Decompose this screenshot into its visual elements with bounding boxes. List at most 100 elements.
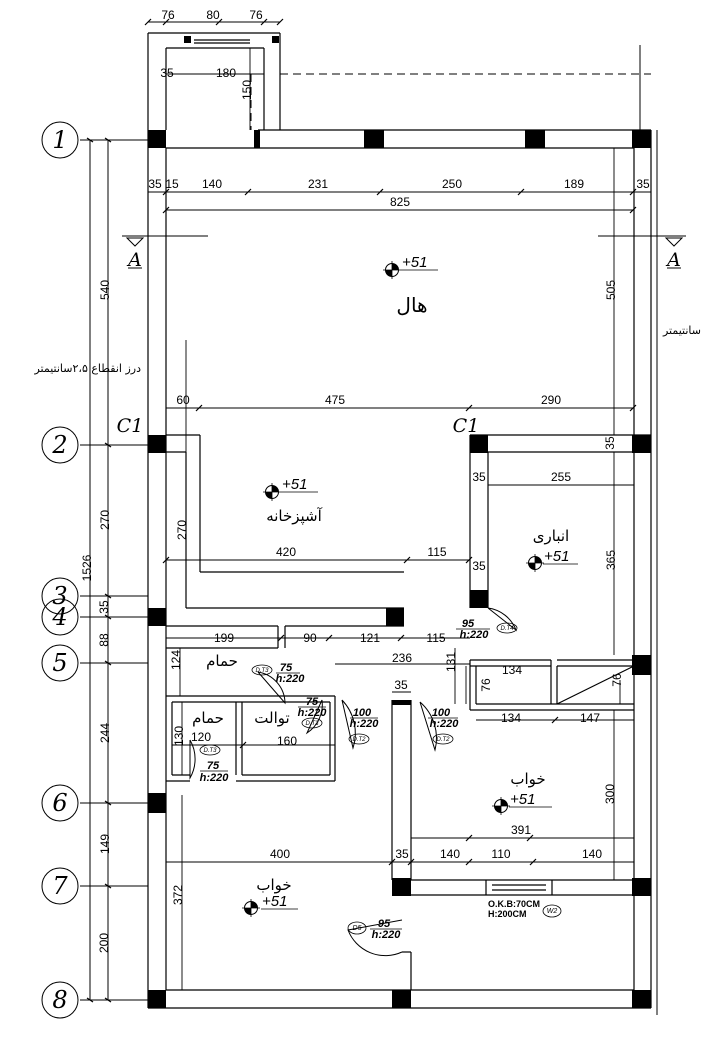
dim-row2-475: 475 bbox=[325, 393, 345, 407]
axis-1: 1 bbox=[52, 126, 67, 154]
dim-kitchen-115: 115 bbox=[427, 545, 446, 559]
dim-row2-290: 290 bbox=[541, 393, 561, 407]
dim-bath2-130: 130 bbox=[172, 726, 186, 746]
walls bbox=[147, 32, 652, 1009]
axis-5: 5 bbox=[52, 649, 67, 677]
dimension-lines bbox=[107, 21, 651, 990]
column-c1-left: C1 bbox=[117, 415, 144, 437]
dim-closet-134-bot: 134 bbox=[501, 711, 521, 725]
dim-closet-76-right: 76 bbox=[610, 673, 624, 687]
dim-wall-35: 35 bbox=[394, 678, 408, 692]
balcony-outline bbox=[250, 73, 651, 130]
room-bedroom-left: خواب bbox=[256, 876, 291, 894]
dim-corr-199: 199 bbox=[214, 631, 234, 645]
dim-storage-255: 255 bbox=[551, 470, 571, 484]
door-d5-width: 95 bbox=[378, 918, 391, 930]
axis-lines bbox=[41, 121, 148, 1019]
door-dt2b-width: 100 bbox=[432, 707, 451, 719]
dimension-ticks bbox=[86, 18, 637, 1003]
room-bath-upper: حمام bbox=[206, 652, 238, 670]
door-dt2b-tag: D.T2 bbox=[436, 737, 450, 743]
dim-row1-35: 35 bbox=[148, 177, 162, 191]
door-dt3b-width: 75 bbox=[306, 696, 319, 708]
dim-row1-15: 15 bbox=[165, 177, 179, 191]
window-okb: O.K.B:70CM bbox=[488, 899, 540, 909]
axis-3: 3 bbox=[52, 582, 67, 610]
dim-right-505: 505 bbox=[604, 280, 618, 300]
dim-corr-90: 90 bbox=[303, 631, 317, 645]
door-dt3c-width: 75 bbox=[207, 760, 220, 772]
axis-8: 8 bbox=[52, 986, 67, 1014]
dim-right-365: 365 bbox=[604, 550, 618, 570]
axis-6: 6 bbox=[52, 789, 67, 817]
dim-left-540: 540 bbox=[98, 280, 112, 300]
door-dt2a-width: 100 bbox=[353, 707, 372, 719]
door-dt3c-height: h:220 bbox=[200, 772, 230, 784]
level-kitchen: +51 bbox=[282, 476, 307, 493]
window-height: H:200CM bbox=[488, 909, 527, 919]
dim-closet-134-top: 134 bbox=[502, 663, 522, 677]
door-swings bbox=[189, 607, 518, 957]
room-bedroom-right: خواب bbox=[510, 770, 545, 788]
dim-toilet-160: 160 bbox=[277, 734, 297, 748]
room-toilet: توالت bbox=[254, 709, 289, 727]
door-dt4-tag: D.T4 bbox=[500, 626, 514, 632]
side-note-left: درز انقطاع ۲،۵سانتیمتر bbox=[33, 362, 141, 375]
level-texts: +51 +51 +51 +51 +51 bbox=[261, 254, 578, 910]
door-dt3a-width: 75 bbox=[280, 662, 293, 674]
room-bath-lower: حمام bbox=[192, 709, 224, 727]
dim-right-300: 300 bbox=[603, 784, 617, 804]
dim-closet-76-left: 76 bbox=[479, 678, 493, 692]
columns bbox=[148, 36, 651, 1008]
dim-closet-147: 147 bbox=[580, 711, 600, 725]
dim-left-200: 200 bbox=[97, 933, 111, 953]
dim-row2-60: 60 bbox=[176, 393, 190, 407]
dim-bed-372: 372 bbox=[171, 885, 185, 905]
door-dt2b-height: h:220 bbox=[430, 718, 460, 730]
dim-bed-391: 391 bbox=[511, 823, 531, 837]
dim-balcony-150: 150 bbox=[240, 80, 254, 100]
section-a-right: A bbox=[665, 249, 681, 271]
door-dt2a-tag: D.T2 bbox=[352, 737, 366, 743]
dim-kitchen-270: 270 bbox=[175, 520, 189, 540]
section-marks bbox=[122, 235, 686, 247]
door-dt3b-tag: D.T3 bbox=[305, 721, 319, 727]
dim-right-35: 35 bbox=[603, 436, 617, 450]
door-dt3b-height: h:220 bbox=[298, 707, 328, 719]
level-bedroom-right: +51 bbox=[510, 791, 535, 808]
dim-corr-236: 236 bbox=[392, 651, 412, 665]
dim-bath2-120: 120 bbox=[191, 730, 211, 744]
axis-4: 4 bbox=[51, 603, 67, 631]
door-dt4-width: 95 bbox=[462, 618, 475, 630]
dim-corr-131: 131 bbox=[444, 652, 458, 672]
side-note-right: سانتیمتر bbox=[662, 324, 701, 337]
level-symbols bbox=[241, 260, 545, 918]
dim-top-80: 80 bbox=[206, 8, 220, 22]
room-storage: انباری bbox=[533, 527, 569, 545]
dim-corr-115: 115 bbox=[426, 631, 445, 645]
door-d5-tag: D5 bbox=[353, 925, 362, 932]
dim-storage-35: 35 bbox=[472, 470, 486, 484]
dimension-texts: 76 80 76 35 180 150 35 15 140 231 250 18… bbox=[80, 8, 650, 953]
door-dt3c-tag: D.T3 bbox=[203, 748, 217, 754]
door-labels: 95 h:220 D.T4 D.T3 75 h:220 75 h:220 D.T… bbox=[199, 618, 518, 941]
dim-left-270: 270 bbox=[98, 510, 112, 530]
axis-2: 2 bbox=[51, 431, 67, 459]
dim-row1-35-right: 35 bbox=[636, 177, 650, 191]
dim-bed-140-b: 140 bbox=[582, 847, 602, 861]
door-dt4-height: h:220 bbox=[460, 629, 490, 641]
dim-corr-121: 121 bbox=[360, 631, 380, 645]
dim-top-76-right: 76 bbox=[249, 8, 263, 22]
level-bedroom-left: +51 bbox=[262, 893, 287, 910]
dim-balcony-35: 35 bbox=[160, 66, 174, 80]
room-hall: هال bbox=[396, 293, 427, 317]
dim-bed-400: 400 bbox=[270, 847, 290, 861]
axis-labels: 1 2 3 4 5 6 7 8 bbox=[51, 126, 68, 1014]
room-kitchen: آشپزخانه bbox=[266, 507, 322, 526]
dim-bath-124: 124 bbox=[169, 650, 183, 670]
dim-row1-189: 189 bbox=[564, 177, 584, 191]
door-dt3a-tag: D.T3 bbox=[255, 668, 269, 674]
column-c1-mid: C1 bbox=[453, 415, 480, 437]
window-tag: W2 bbox=[547, 908, 558, 915]
